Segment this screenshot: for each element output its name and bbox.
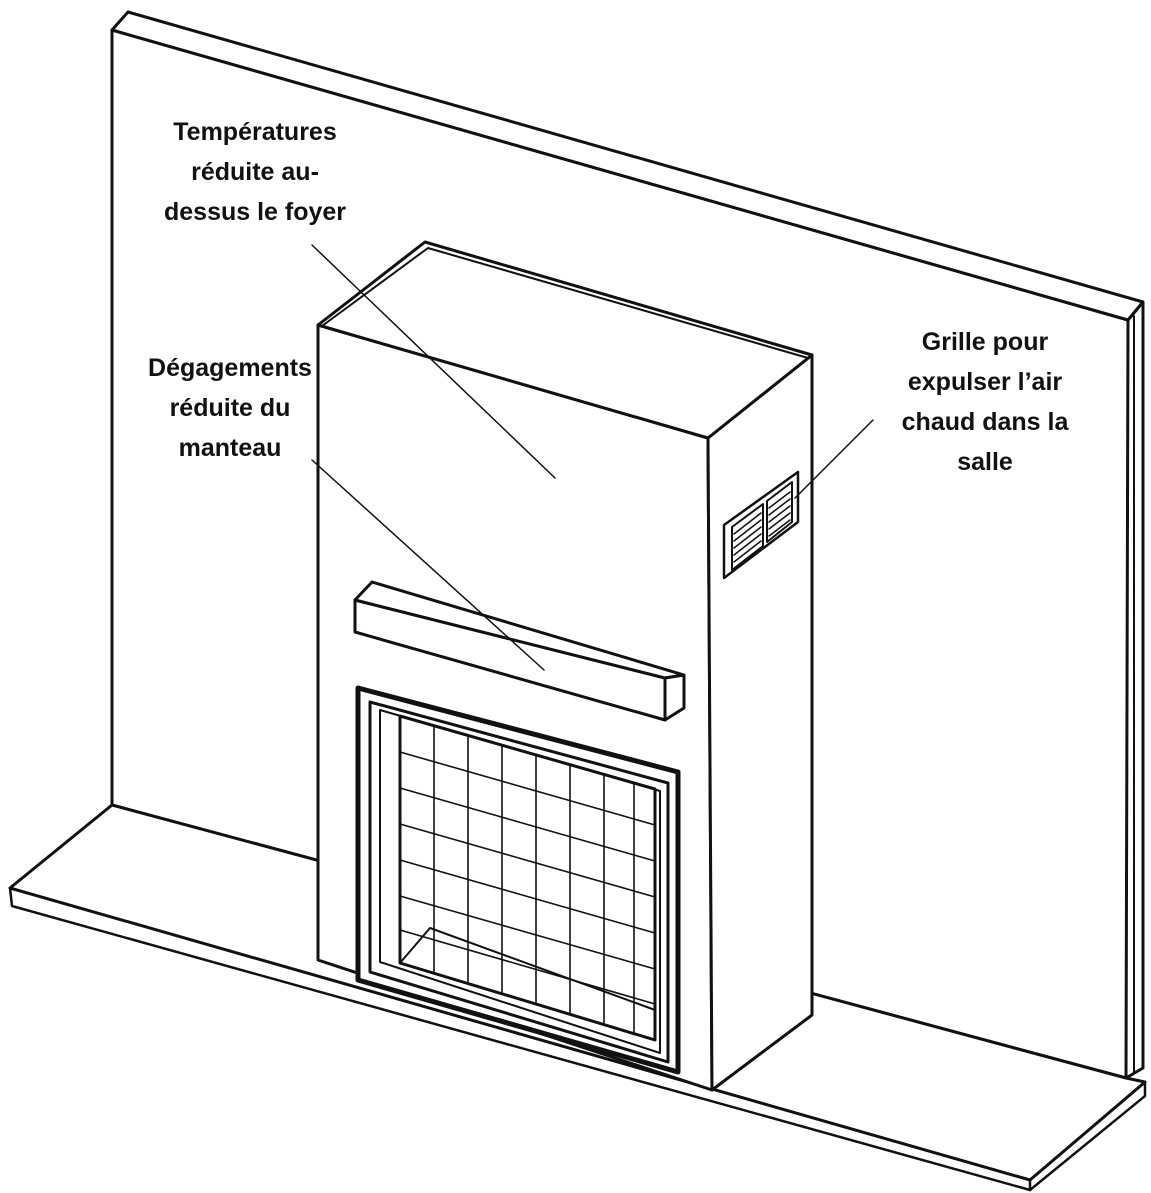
leader-line-grille	[794, 419, 874, 499]
vent-grille	[722, 470, 800, 580]
callout-temperature-line-3: dessus le foyer	[163, 198, 347, 226]
callout-clearance-line-3: manteau	[178, 434, 282, 462]
fireplace-insert	[355, 685, 681, 1075]
callout-clearance-line-2: réduite du	[169, 394, 291, 422]
glass-grid-horizontal	[399, 751, 656, 1005]
callout-grille-line-2: expulser l’air	[907, 368, 1063, 396]
callout-temperature-line-1: Températures	[173, 118, 337, 146]
leader-lines	[311, 244, 874, 671]
callout-grille-line-4: salle	[957, 448, 1013, 476]
mantel-beam	[353, 580, 686, 722]
callout-grille: Grille pour expulser l’air chaud dans la…	[855, 322, 1115, 482]
glass-grid-vertical	[433, 725, 635, 1035]
callout-clearance: Dégagements réduite du manteau	[100, 348, 360, 468]
callout-grille-line-1: Grille pour	[921, 328, 1049, 356]
callout-grille-line-3: chaud dans la	[901, 408, 1069, 436]
callout-clearance-line-1: Dégagements	[148, 354, 312, 382]
leader-line-temperature	[311, 244, 556, 479]
callout-temperature-line-2: réduite au-	[191, 158, 319, 186]
leader-line-clearance	[311, 459, 545, 671]
callout-temperature: Températures réduite au- dessus le foyer	[130, 112, 380, 232]
